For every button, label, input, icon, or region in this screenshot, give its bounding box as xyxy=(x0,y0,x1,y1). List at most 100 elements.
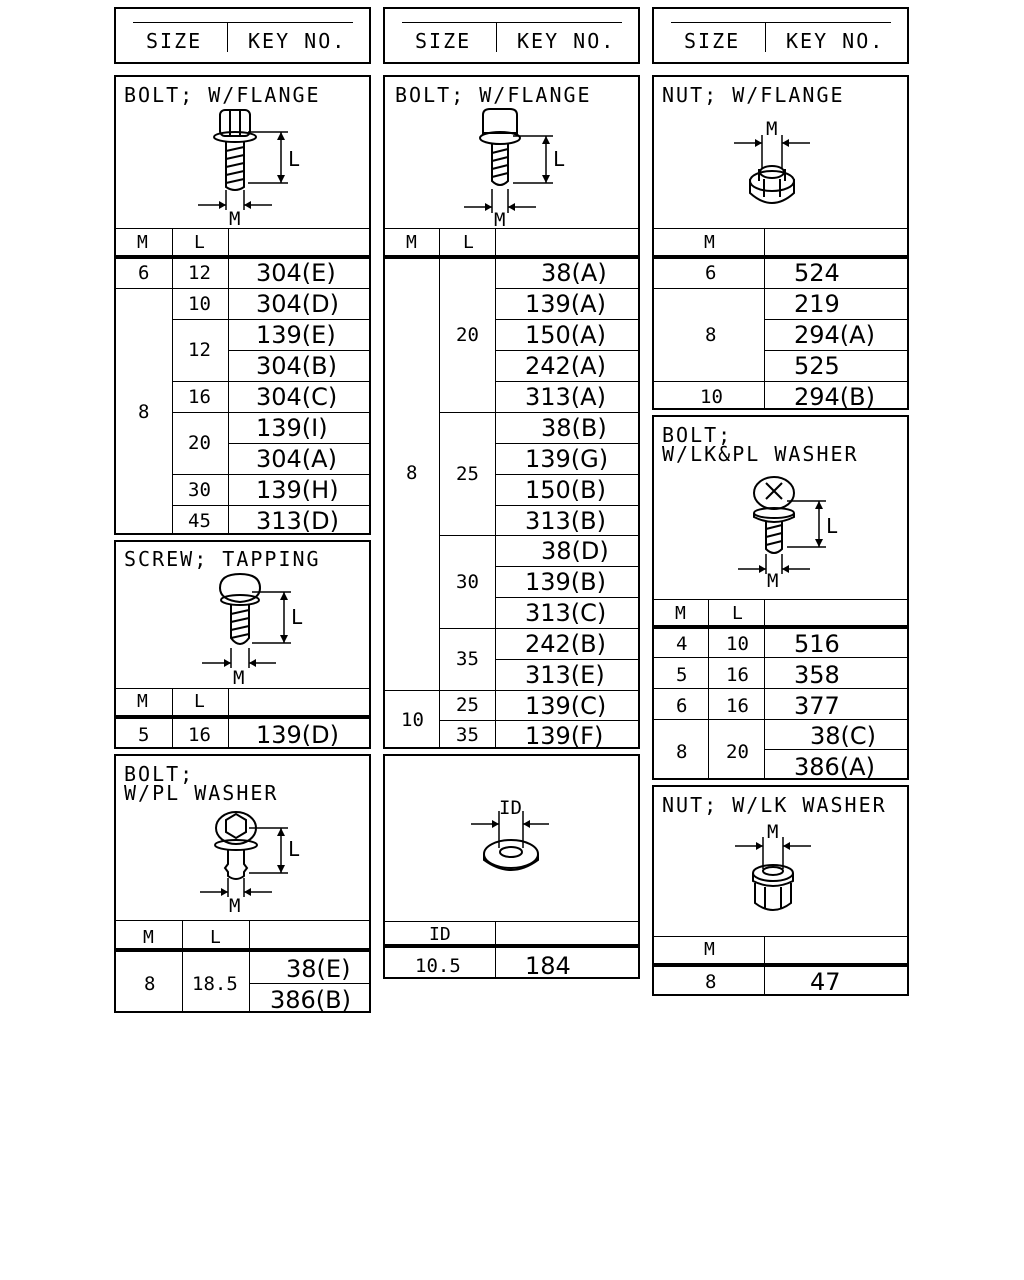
cell-key: 516 xyxy=(794,630,840,658)
cell-m: 10 xyxy=(700,386,723,408)
panel-title-line-1: BOLT; xyxy=(124,762,195,786)
cell-l: 35 xyxy=(456,724,479,746)
col-header-m: M xyxy=(143,927,154,948)
cell-key: 47 xyxy=(810,968,841,996)
cell-l: 16 xyxy=(188,724,211,746)
cell-key: 242(A) xyxy=(525,352,606,380)
cell-m: 8 xyxy=(705,971,717,993)
cell-l: 16 xyxy=(726,664,749,686)
col-header-m: M xyxy=(137,691,148,712)
cell-l: 20 xyxy=(188,432,211,454)
panel-title-line-2: W/PL WASHER xyxy=(124,781,279,805)
dim-m-label: M xyxy=(767,821,779,843)
cell-l: 35 xyxy=(456,648,479,670)
size-keyno-header-3: SIZE KEY NO. xyxy=(652,7,909,64)
panel-nut-w-lk-washer: NUT; W/LK WASHER M M 8 47 xyxy=(652,785,909,996)
cell-l: 20 xyxy=(456,324,479,346)
col-header-l: L xyxy=(194,691,205,712)
dim-m-label: M xyxy=(494,209,506,231)
cell-l: 45 xyxy=(188,510,211,532)
panel-nut-w-flange: NUT; W/FLANGE M M 6 524 8 219 294(A) 525… xyxy=(652,75,909,410)
col-header-l: L xyxy=(463,232,474,253)
col-header-m: M xyxy=(137,232,148,253)
cell-key: 304(B) xyxy=(256,352,337,380)
header-size-label: SIZE xyxy=(415,29,472,53)
cell-key: 139(C) xyxy=(525,692,607,720)
cell-key: 139(E) xyxy=(256,321,336,349)
cell-m: 4 xyxy=(676,633,688,655)
cell-key: 304(D) xyxy=(256,290,340,318)
cell-key: 38(A) xyxy=(541,259,607,287)
cell-key: 150(A) xyxy=(525,321,606,349)
dim-l-label: L xyxy=(553,147,568,171)
cell-l: 18.5 xyxy=(192,973,238,995)
tapping-screw-drawing xyxy=(202,572,291,668)
header-size-label: SIZE xyxy=(146,29,203,53)
header-key-label: KEY NO. xyxy=(248,29,347,53)
cell-key: 139(H) xyxy=(256,476,339,504)
cell-key: 313(D) xyxy=(256,507,340,535)
cell-l: 25 xyxy=(456,694,479,716)
cell-key: 38(E) xyxy=(286,955,351,983)
panel-title: BOLT; W/FLANGE xyxy=(395,83,592,107)
panel-title-line-2: W/LK&PL WASHER xyxy=(662,442,859,466)
panel-title: NUT; W/LK WASHER xyxy=(662,793,887,817)
dim-l-label: L xyxy=(826,514,841,538)
panel-title: BOLT; W/FLANGE xyxy=(124,83,321,107)
dim-l-label: L xyxy=(288,837,303,861)
cell-m: 6 xyxy=(138,262,150,284)
cell-key: 139(F) xyxy=(525,722,604,750)
cell-m: 6 xyxy=(705,262,717,284)
col-header-id: ID xyxy=(429,924,451,945)
cell-id: 10.5 xyxy=(415,955,461,977)
pl-washer-bolt-drawing xyxy=(200,811,288,897)
cell-key: 313(E) xyxy=(525,661,605,689)
col-header-m: M xyxy=(406,232,417,253)
cell-m: 10 xyxy=(401,709,424,731)
cell-l: 12 xyxy=(188,339,211,361)
cell-key: 313(B) xyxy=(525,507,606,535)
panel-washer: ID ID 10.5 184 xyxy=(383,754,640,979)
col-header-l: L xyxy=(194,232,205,253)
cell-key: 358 xyxy=(794,661,840,689)
cell-key: 139(I) xyxy=(256,414,328,442)
cell-l: 20 xyxy=(726,741,749,763)
panel-bolt-w-pl-washer: BOLT; W/PL WASHER L M M L 8 18.5 38(E) 3… xyxy=(114,754,371,1013)
cell-key: 304(A) xyxy=(256,445,337,473)
cell-key: 294(A) xyxy=(794,321,875,349)
cell-m: 8 xyxy=(676,741,688,763)
dim-m-label: M xyxy=(233,667,245,689)
cell-key: 525 xyxy=(794,352,840,380)
washer-drawing xyxy=(471,811,549,871)
header-size-label: SIZE xyxy=(684,29,741,53)
panel-bolt-w-flange-1: BOLT; W/FLANGE L M M L 6 12 3 xyxy=(114,75,371,535)
cell-l: 25 xyxy=(456,463,479,485)
cell-key: 150(B) xyxy=(525,476,606,504)
dim-m-label: M xyxy=(229,208,241,230)
cell-l: 16 xyxy=(726,695,749,717)
cell-key: 139(A) xyxy=(525,290,606,318)
cell-m: 5 xyxy=(138,724,150,746)
panel-title-line-1: BOLT; xyxy=(662,423,733,447)
cell-m: 8 xyxy=(138,401,150,423)
cell-key: 386(A) xyxy=(794,753,875,781)
dim-l-label: L xyxy=(288,147,303,171)
panel-bolt-w-lk-pl-washer: BOLT; W/LK&PL WASHER L M M L 4 10 516 xyxy=(652,415,909,780)
size-keyno-header-1: SIZE KEY NO. xyxy=(114,7,371,64)
dim-m-label: M xyxy=(229,895,241,917)
header-key-label: KEY NO. xyxy=(517,29,616,53)
dim-m-label: M xyxy=(766,118,778,140)
cell-key: 294(B) xyxy=(794,383,875,411)
cell-l: 16 xyxy=(188,386,211,408)
lk-washer-nut-drawing xyxy=(735,837,811,911)
size-keyno-header-2: SIZE KEY NO. xyxy=(383,7,640,64)
col-header-l: L xyxy=(732,603,743,624)
cell-m: 8 xyxy=(705,324,717,346)
cell-key: 139(G) xyxy=(525,445,609,473)
header-key-label: KEY NO. xyxy=(786,29,885,53)
dim-l-label: L xyxy=(291,605,306,629)
col-header-l: L xyxy=(210,927,221,948)
cell-key: 242(B) xyxy=(525,630,606,658)
cell-key: 304(C) xyxy=(256,383,338,411)
cell-l: 12 xyxy=(188,262,211,284)
